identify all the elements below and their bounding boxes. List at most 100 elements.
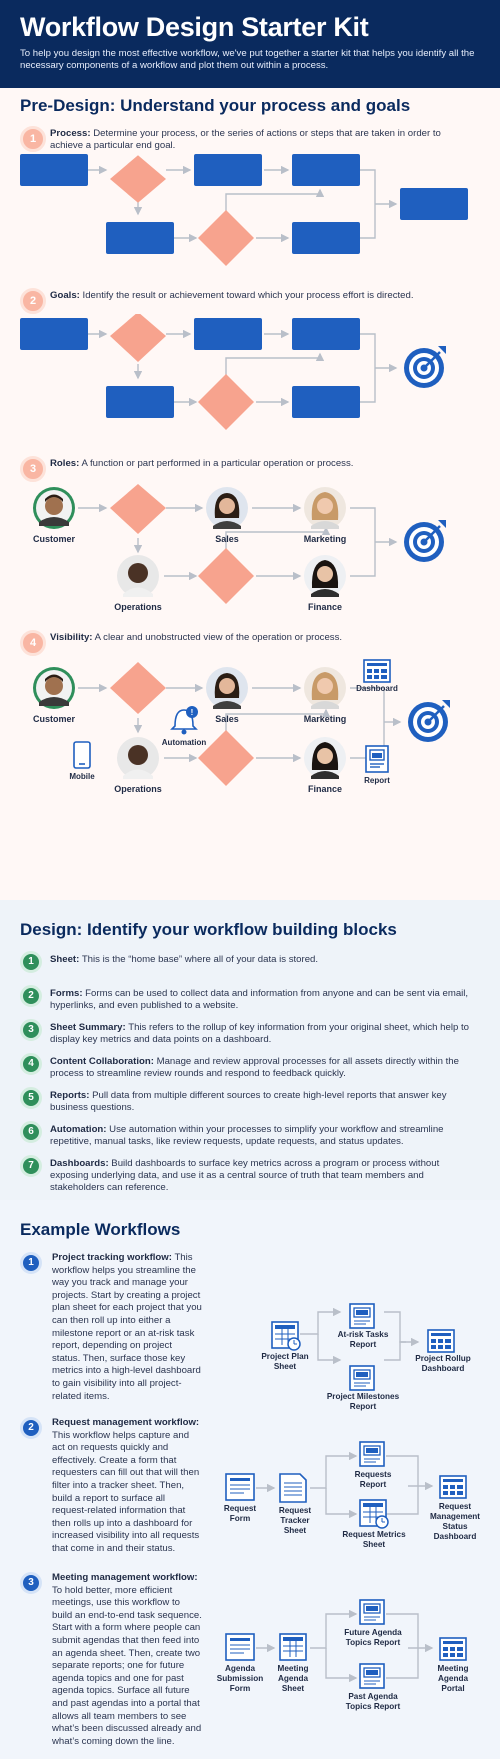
- example-number-badge: 2: [20, 1417, 42, 1439]
- process-box: [292, 222, 360, 254]
- example-term: Meeting management workflow:: [52, 1572, 198, 1583]
- role-label-finance: Finance: [307, 602, 342, 612]
- example2-diagram: Request Form Request Tracker Sheet Reque…: [0, 1412, 500, 1592]
- example-meeting-management: 3 Meeting management workflow: To hold b…: [20, 1572, 202, 1752]
- label-requests-report: Requests Report: [354, 1470, 392, 1489]
- example-desc: This workflow helps you streamline the w…: [52, 1252, 202, 1402]
- example3-flow-svg: [225, 1599, 467, 1689]
- report-label: Report: [364, 776, 390, 785]
- item-term: Reports:: [50, 1090, 90, 1101]
- role-label-marketing: Marketing: [303, 714, 347, 724]
- decision-diamond: [110, 662, 166, 714]
- step-desc: Determine your process, or the series of…: [50, 128, 441, 151]
- step-term: Goals:: [50, 290, 80, 301]
- label-project-plan-sheet: Project Plan Sheet: [261, 1352, 309, 1371]
- process-box: [106, 386, 174, 418]
- role-label-sales: Sales: [215, 714, 239, 724]
- examples-title: Example Workflows: [20, 1220, 181, 1239]
- sales-avatar: [206, 487, 248, 529]
- step-number-badge: 1: [20, 126, 46, 152]
- example-desc: To hold better, more efficient meetings,…: [52, 1584, 202, 1747]
- report-icon: [349, 1365, 375, 1391]
- item-desc: Forms can be used to collect data and in…: [50, 988, 469, 1011]
- item-number-badge: 5: [20, 1087, 42, 1109]
- target-icon: [404, 520, 446, 562]
- example-term: Project tracking workflow:: [52, 1252, 172, 1263]
- example1-flow-svg: [271, 1303, 455, 1391]
- decision-diamond: [198, 548, 254, 604]
- item-desc: This refers to the rollup of key informa…: [50, 1022, 469, 1045]
- example1-diagram: Project Plan Sheet At-risk Tasks Report …: [0, 1252, 500, 1442]
- customer-avatar: [33, 487, 75, 529]
- operations-avatar: [117, 737, 159, 779]
- label-agenda-submission-form: Agenda Submission Form: [216, 1664, 264, 1693]
- report-icon: [359, 1599, 385, 1625]
- process-box: [292, 386, 360, 418]
- design-section: Design: Identify your workflow building …: [0, 900, 500, 1200]
- example3-diagram: Agenda Submission Form Meeting Agenda Sh…: [0, 1562, 500, 1742]
- marketing-avatar: [304, 667, 346, 709]
- decision-diamond: [198, 374, 254, 430]
- automation-label: Automation: [161, 738, 207, 747]
- label-meeting-agenda-sheet: Meeting Agenda Sheet: [277, 1664, 309, 1693]
- role-label-sales: Sales: [215, 534, 239, 544]
- example-request-management: 2 Request management workflow: This work…: [20, 1417, 200, 1587]
- dashboard-icon: [439, 1475, 467, 1499]
- item-desc: Use automation within your processes to …: [50, 1124, 444, 1147]
- label-future-agenda-topics-report: Future Agenda Topics Report: [344, 1628, 402, 1647]
- role-label-marketing: Marketing: [303, 534, 347, 544]
- process-box: [20, 318, 88, 350]
- example-number-badge: 3: [20, 1572, 42, 1594]
- item-term: Forms:: [50, 988, 83, 999]
- role-label-customer: Customer: [32, 714, 75, 724]
- label-request-tracker-sheet: Request Tracker Sheet: [278, 1506, 312, 1535]
- example-term: Request management workflow:: [52, 1417, 200, 1428]
- dashboard-icon: [439, 1637, 467, 1661]
- process-box: [20, 154, 88, 186]
- dashboard-icon: [363, 659, 391, 683]
- process-box: [400, 188, 468, 220]
- process-diagram: [0, 150, 500, 280]
- decision-diamond: [110, 314, 166, 362]
- step-number-badge: 2: [20, 288, 46, 314]
- dashboard-icon: [427, 1329, 455, 1353]
- item-term: Automation:: [50, 1124, 107, 1135]
- process-box: [106, 222, 174, 254]
- decision-diamond: [110, 484, 166, 534]
- page-subtitle: To help you design the most effective wo…: [20, 48, 475, 71]
- report-icon: [349, 1303, 375, 1329]
- label-request-management-dashboard: Request Management Status Dashboard: [429, 1502, 481, 1541]
- visibility-diagram: ! Customer Sales Marketing: [0, 658, 500, 818]
- label-past-agenda-topics-report: Past Agenda Topics Report: [345, 1692, 401, 1711]
- form-icon: [225, 1473, 255, 1501]
- item-desc: Build dashboards to surface key metrics …: [50, 1158, 440, 1193]
- sales-avatar: [206, 667, 248, 709]
- decision-diamond: [198, 730, 254, 786]
- item-number-badge: 6: [20, 1121, 42, 1143]
- dashboard-label: Dashboard: [356, 684, 398, 693]
- goals-diagram: [0, 314, 500, 444]
- step-number-badge: 4: [20, 630, 46, 656]
- step-desc: A function or part performed in a partic…: [79, 458, 354, 469]
- header: Workflow Design Starter Kit To help you …: [0, 0, 500, 88]
- svg-text:!: !: [191, 708, 194, 717]
- item-number-badge: 4: [20, 1053, 42, 1075]
- label-request-metrics-sheet: Request Metrics Sheet: [342, 1530, 406, 1549]
- item-term: Dashboards:: [50, 1158, 109, 1169]
- label-project-rollup-dashboard: Project Rollup Dashboard: [415, 1354, 471, 1373]
- customer-avatar: [33, 667, 75, 709]
- role-label-operations: Operations: [114, 784, 162, 794]
- item-term: Sheet Summary:: [50, 1022, 126, 1033]
- design-title: Design: Identify your workflow building …: [20, 920, 397, 939]
- mobile-icon: [73, 741, 91, 769]
- sheet-icon: [359, 1499, 389, 1529]
- examples-section: Example Workflows 1 Project tracking wor…: [0, 1200, 500, 1759]
- item-term: Content Collaboration:: [50, 1056, 154, 1067]
- target-icon: [404, 346, 446, 388]
- finance-avatar: [304, 737, 346, 779]
- example-project-tracking: 1 Project tracking workflow: This workfl…: [20, 1252, 202, 1432]
- role-label-operations: Operations: [114, 602, 162, 612]
- report-icon: [359, 1663, 385, 1689]
- example-desc: This workflow helps capture and act on r…: [52, 1429, 200, 1554]
- step-desc: A clear and unobstructed view of the ope…: [92, 632, 343, 643]
